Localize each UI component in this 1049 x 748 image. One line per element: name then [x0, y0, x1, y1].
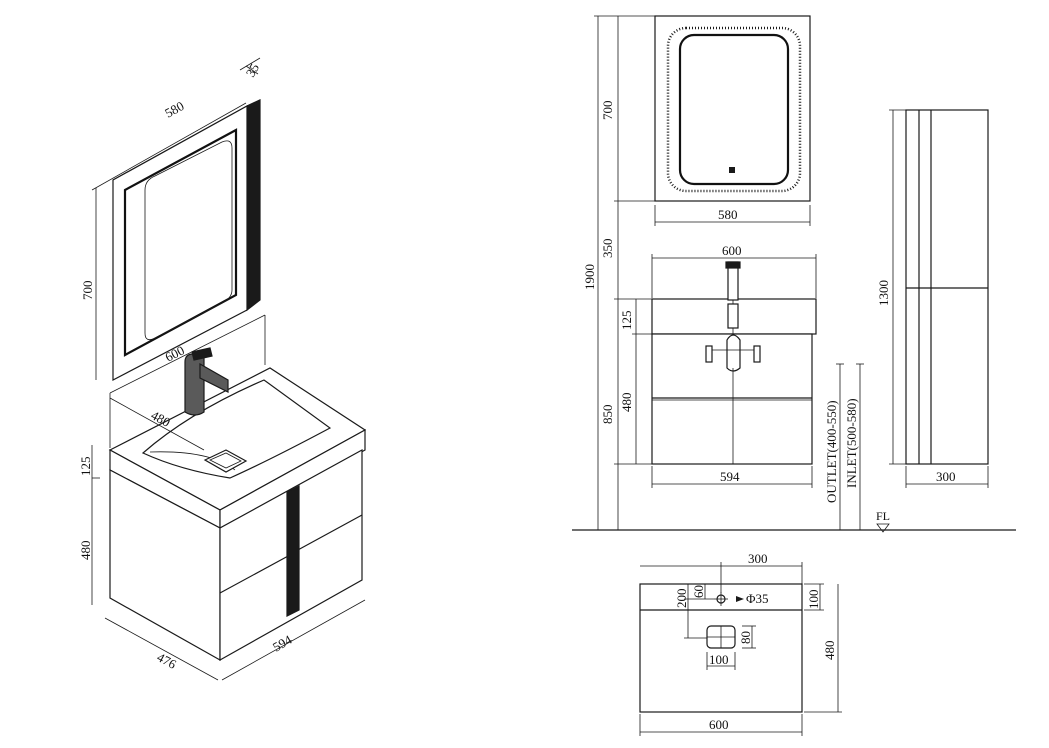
- tall-cabinet-height-label: 1300: [876, 280, 891, 306]
- tall-cabinet-side: [905, 109, 989, 465]
- plan-width-label: 600: [709, 717, 729, 732]
- tall-cabinet-dims: [889, 109, 989, 488]
- front-trap: [726, 334, 741, 372]
- front-valve-left: [705, 345, 713, 363]
- tall-cabinet-depth-label: 300: [936, 469, 956, 484]
- front-drain-pipe: [727, 303, 739, 329]
- iso-cabinet: [109, 448, 363, 662]
- plan-rear-edge-label: 100: [806, 590, 821, 610]
- plan-depth-label: 480: [822, 641, 837, 661]
- iso-mirror-glass: [144, 140, 233, 341]
- plan-drain-width-label: 100: [709, 652, 729, 667]
- front-mirror-led-border: [666, 26, 802, 193]
- iso-drain-inner: [209, 452, 242, 469]
- front-faucet: [705, 261, 761, 464]
- front-mirror-glass: [678, 33, 790, 186]
- front-mirror-height-label: 700: [600, 101, 615, 121]
- front-total-height-label: 1900: [582, 264, 597, 290]
- iso-cabinet-dims: [91, 445, 366, 681]
- iso-top-height-label: 125: [78, 457, 93, 477]
- iso-faucet-spout: [199, 362, 229, 393]
- iso-faucet-handle: [191, 347, 213, 361]
- side-view-tall-cabinet: 1300 300: [876, 109, 989, 488]
- plan-dims: [639, 562, 842, 736]
- front-gap-label: 350: [600, 239, 615, 259]
- iso-mirror-dims: [91, 57, 261, 380]
- plan-hole-diameter-label: Φ35: [746, 591, 769, 606]
- iso-cabinet-depth-label: 476: [155, 649, 180, 672]
- plan-hole-offset-label: 60: [691, 585, 706, 598]
- iso-mirror-height-label: 700: [80, 281, 95, 301]
- floor-label: FL: [876, 509, 890, 523]
- floor-marker: [876, 523, 890, 533]
- front-cabinet-height-label: 480: [619, 393, 634, 413]
- iso-mirror-side-edge: [246, 99, 261, 312]
- front-inlet-label: INLET(500-580): [844, 398, 859, 488]
- plan-hole-depth-label: 200: [674, 589, 689, 609]
- iso-cabinet-handle-strip: [286, 485, 300, 617]
- front-valve-right: [753, 345, 761, 363]
- iso-faucet: [184, 347, 229, 416]
- plan-offset-label: 300: [748, 551, 768, 566]
- iso-mirror-depth-label: 35: [243, 61, 262, 80]
- iso-drawer-split-right: [295, 514, 363, 552]
- front-dims: [594, 15, 864, 530]
- plan-view: 300 200 60 Φ35 100 80 100 480 600: [639, 551, 842, 736]
- iso-mirror-frame: [123, 128, 238, 357]
- iso-basin-dims: [109, 314, 266, 451]
- iso-basin: [108, 367, 367, 530]
- iso-cabinet-height-label: 480: [78, 541, 93, 561]
- front-basin-width-label: 600: [722, 243, 742, 258]
- front-mirror-width-label: 580: [718, 207, 738, 222]
- front-mount-height-label: 850: [600, 405, 615, 425]
- iso-basin-right-edge: [219, 428, 366, 530]
- plan-hole-arrow: [736, 596, 744, 602]
- plan-drain-size-label: 80: [738, 631, 753, 644]
- front-cabinet-width-label: 594: [720, 469, 740, 484]
- iso-mirror-width-label: 580: [162, 98, 186, 121]
- iso-drawer-split-left: [219, 554, 291, 594]
- iso-mirror: [112, 99, 261, 381]
- iso-drain-cover: [203, 449, 248, 473]
- isometric-view: 580 35 700 600 480: [78, 57, 367, 681]
- front-outlet-label: OUTLET(400-550): [824, 400, 839, 503]
- front-elevation: FL 700 350 1900 125: [572, 15, 1016, 533]
- front-top-height-label: 125: [619, 311, 634, 331]
- front-mirror-touch-switch: [729, 167, 735, 173]
- iso-faucet-body: [184, 353, 205, 416]
- front-faucet-cap: [725, 261, 741, 269]
- iso-mirror-face: [112, 104, 248, 381]
